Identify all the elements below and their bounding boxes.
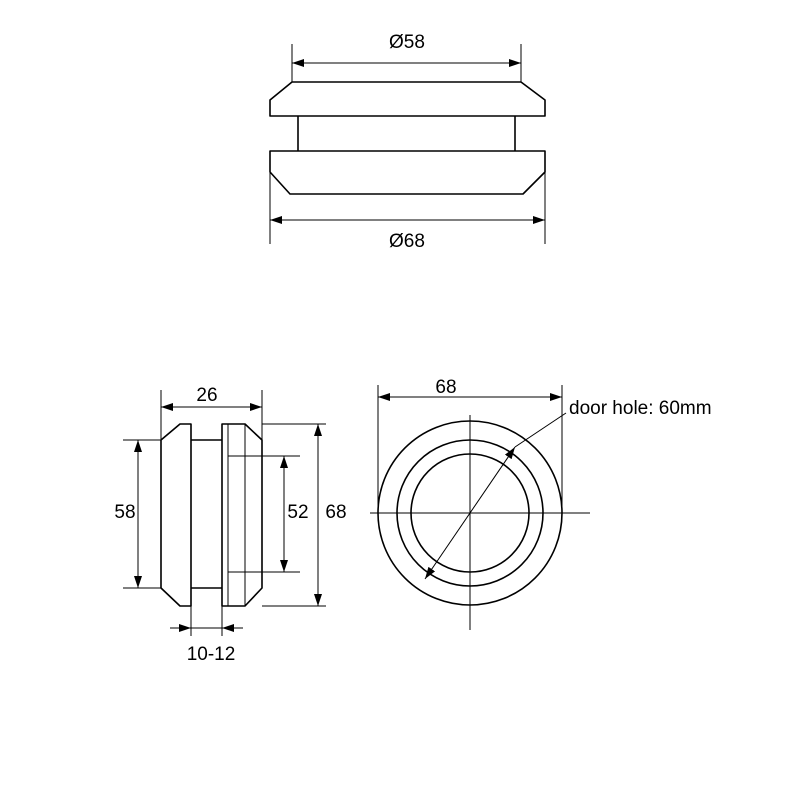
- side-view-left-flange: [160, 423, 192, 607]
- dim-label-diameter-68: Ø68: [389, 231, 425, 252]
- door-hole-label: door hole: 60mm: [569, 398, 712, 419]
- dim-label-height-58: 58: [114, 502, 135, 523]
- dim-label-diameter-58: Ø58: [389, 32, 425, 53]
- front-view: 68 door hole: 60mm: [370, 377, 712, 630]
- top-view-lower-flange: [269, 150, 546, 195]
- dim-label-front-diameter: 68: [435, 377, 456, 398]
- dim-label-height-68: 68: [325, 502, 346, 523]
- dim-line-door-hole: [424, 446, 516, 580]
- dim-label-width-26: 26: [196, 385, 217, 406]
- top-view-upper-flange: [269, 81, 546, 117]
- top-view: Ø58 Ø68: [269, 32, 546, 252]
- side-view: 26 58 52 68 10-12: [114, 385, 346, 665]
- dim-label-height-52: 52: [287, 502, 308, 523]
- dim-label-thickness: 10-12: [187, 644, 236, 665]
